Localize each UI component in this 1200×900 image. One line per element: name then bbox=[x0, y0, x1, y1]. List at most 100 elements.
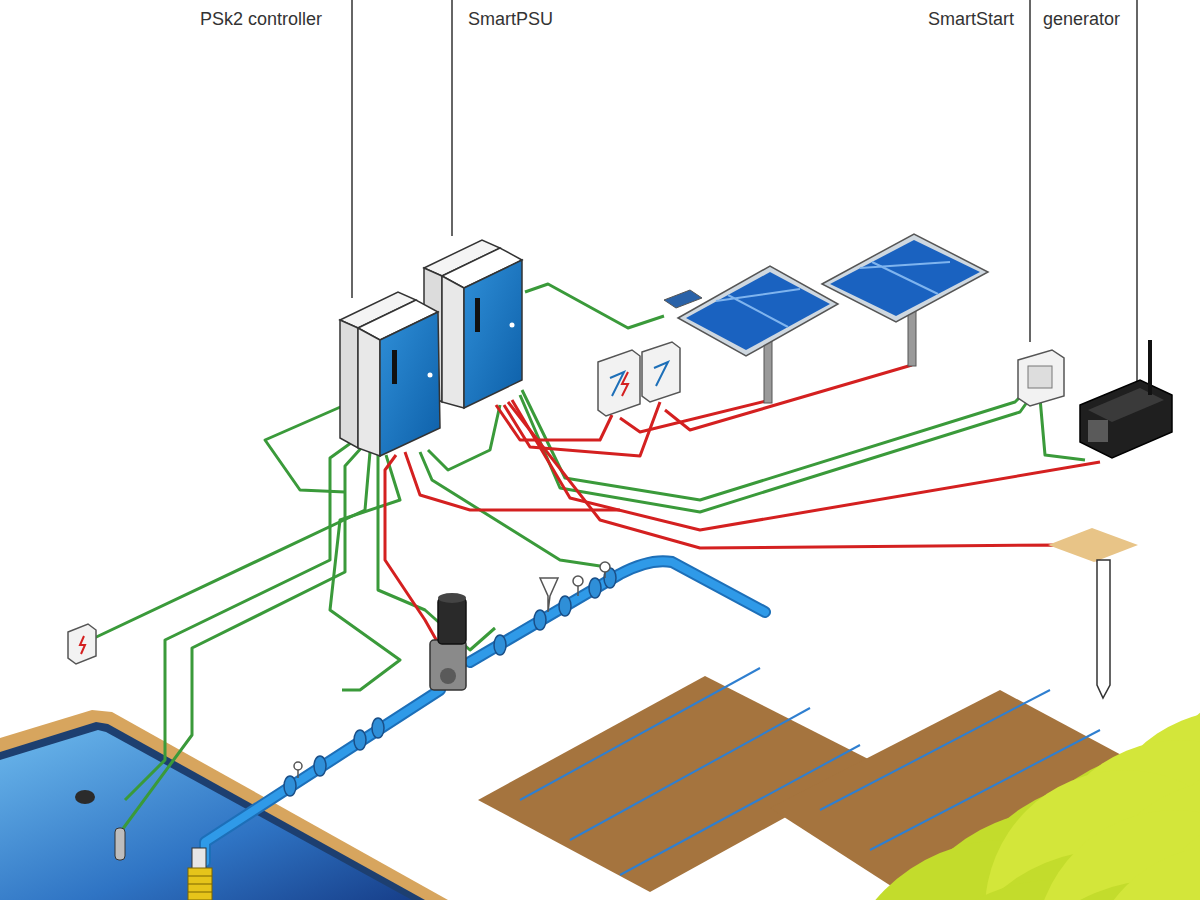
solar-panel-1 bbox=[664, 266, 838, 403]
signal-wires-part bbox=[265, 405, 345, 492]
pipe-fittings-part bbox=[494, 635, 506, 655]
level-sensors-part bbox=[188, 892, 212, 893]
level-sensors-part bbox=[192, 848, 206, 870]
psk2-cabinet-part bbox=[340, 320, 358, 448]
water-reservoir bbox=[0, 710, 448, 900]
surface-pump bbox=[430, 593, 466, 690]
pipe-fittings-part bbox=[559, 596, 571, 616]
surface-pump-part bbox=[440, 668, 456, 684]
level-sensors-part bbox=[188, 876, 212, 877]
float-switch-box bbox=[68, 624, 96, 664]
solar-panel-2-part bbox=[860, 262, 950, 294]
smartpsu-cabinet-part bbox=[475, 298, 480, 332]
solar-panel-1-part bbox=[664, 290, 702, 308]
level-sensors-part bbox=[75, 790, 95, 804]
power-cables-part bbox=[405, 452, 620, 510]
solar-panel-2 bbox=[822, 234, 988, 366]
pipe-fittings-part bbox=[534, 610, 546, 630]
signal-wires-part bbox=[125, 440, 355, 800]
pipe-fittings bbox=[284, 562, 616, 796]
orchard-trees bbox=[765, 630, 1200, 900]
smartstart-box-part bbox=[1018, 350, 1064, 406]
smartstart-box-part bbox=[1028, 366, 1052, 388]
water-pipe bbox=[205, 561, 765, 862]
earth-rod-part bbox=[1097, 560, 1110, 698]
water-pipe-part bbox=[205, 690, 440, 862]
orchard-trees-part bbox=[865, 845, 1200, 900]
signal-wires-part bbox=[1040, 398, 1085, 460]
generator-set-part bbox=[1148, 340, 1152, 395]
psk2-cabinet bbox=[340, 292, 440, 456]
junction-boxes bbox=[598, 342, 680, 416]
leader-lines-part bbox=[1136, 0, 1138, 402]
psk2-cabinet-part bbox=[392, 350, 397, 384]
power-cables-part bbox=[508, 402, 1102, 562]
psk2-cabinet-part bbox=[428, 373, 433, 378]
solar-panel-1-part bbox=[678, 266, 838, 356]
signal-wires-part bbox=[122, 446, 363, 830]
pipe-fittings-part bbox=[589, 578, 601, 598]
generator-set-part bbox=[1088, 420, 1108, 442]
drip-lines-part bbox=[820, 690, 1050, 810]
orchard-trees-part bbox=[1145, 870, 1200, 900]
pipe-fittings-part bbox=[573, 576, 583, 586]
water-reservoir-part bbox=[0, 722, 425, 900]
signal-wires-part bbox=[330, 455, 400, 690]
level-sensors-part bbox=[188, 884, 212, 885]
orchard-trees-part bbox=[1095, 835, 1200, 900]
drip-lines-part bbox=[520, 668, 760, 800]
solar-panel-2-part bbox=[830, 240, 980, 316]
pipe-fittings-part bbox=[600, 562, 610, 572]
float-switch-box-part bbox=[80, 636, 85, 654]
psk2-cabinet-part bbox=[380, 312, 440, 456]
drip-lines-part bbox=[570, 708, 810, 840]
power-cables-part bbox=[665, 365, 912, 430]
smartstart-box bbox=[1018, 350, 1064, 406]
pipe-fittings-part bbox=[540, 578, 558, 612]
earth-rod bbox=[1048, 528, 1138, 698]
power-cables-part bbox=[385, 455, 442, 650]
pipe-fittings-part bbox=[372, 718, 384, 738]
solar-panel-1-part bbox=[716, 289, 800, 327]
leader-lines-part bbox=[451, 0, 453, 236]
junction-boxes-part bbox=[622, 372, 628, 396]
signal-wires-part bbox=[525, 284, 664, 328]
pipe-fittings-part bbox=[294, 762, 302, 770]
water-reservoir-part bbox=[0, 710, 448, 900]
water-pipe-part bbox=[470, 561, 765, 662]
smartpsu-cabinet-part bbox=[464, 260, 522, 408]
signal-wires bbox=[90, 284, 1085, 830]
solar-panel-1-part bbox=[686, 272, 830, 350]
smartpsu-cabinet-part bbox=[442, 276, 464, 408]
level-sensors-part bbox=[188, 868, 212, 900]
orchard-trees-part bbox=[920, 875, 1200, 900]
part-label: PSk2 controller bbox=[200, 8, 322, 30]
pipe-fittings-part bbox=[314, 756, 326, 776]
generator-set-part bbox=[1088, 388, 1164, 422]
solar-panel-2-part bbox=[822, 234, 988, 322]
level-sensors-part bbox=[115, 828, 125, 860]
water-pipe-part bbox=[470, 561, 765, 662]
part-label: generator bbox=[1043, 8, 1120, 30]
signal-wires-part bbox=[90, 452, 370, 640]
surface-pump-part bbox=[430, 640, 466, 690]
surface-pump-part bbox=[438, 593, 466, 603]
junction-boxes-part bbox=[642, 342, 680, 402]
leader-lines-part bbox=[1029, 0, 1031, 342]
generator-set bbox=[1080, 340, 1172, 458]
water-pipe-part bbox=[205, 690, 440, 862]
generator-set-part bbox=[1080, 380, 1172, 458]
level-sensors bbox=[75, 790, 212, 900]
junction-boxes-part bbox=[598, 350, 640, 416]
part-label: SmartPSU bbox=[468, 8, 553, 30]
earth-rod-part bbox=[1048, 528, 1138, 562]
part-label: SmartStart bbox=[928, 8, 1014, 30]
smartpsu-cabinet-part bbox=[510, 323, 515, 328]
leader-lines-part bbox=[351, 0, 353, 298]
junction-boxes-part bbox=[654, 362, 668, 386]
drip-lines-part bbox=[620, 745, 860, 875]
water-reservoir-part bbox=[0, 730, 412, 900]
